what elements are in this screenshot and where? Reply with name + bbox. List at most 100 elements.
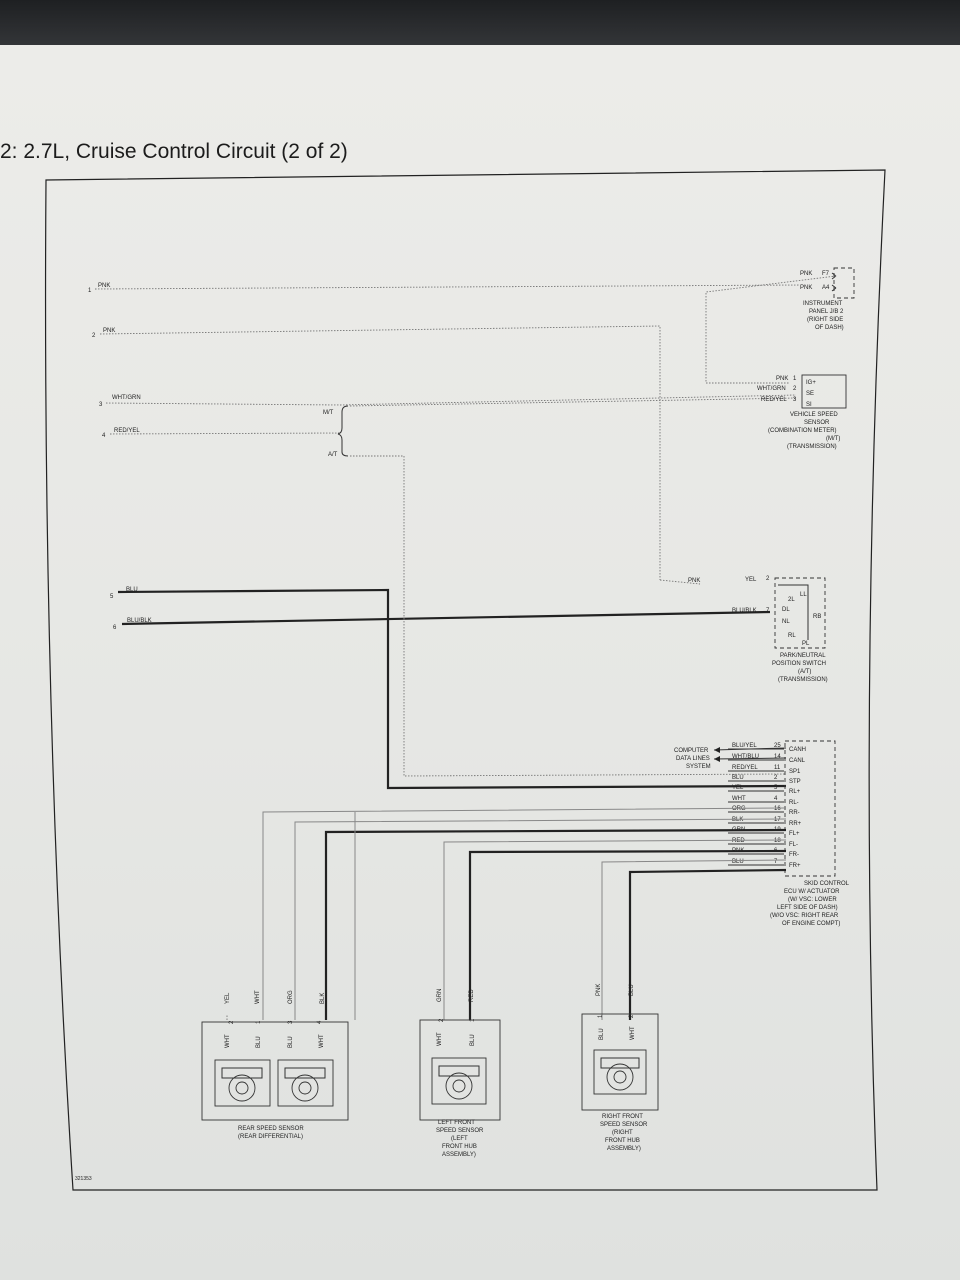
- ecu-wire-color: WHT/BLU: [732, 754, 759, 760]
- ecu-pin-name: FL-: [789, 842, 798, 848]
- ecu-wire-color: RED: [732, 838, 745, 844]
- svg-text:BLU: BLU: [256, 1036, 262, 1048]
- svg-text:RIGHT FRONT: RIGHT FRONT: [602, 1114, 643, 1120]
- diagram-frame: [44, 169, 886, 1191]
- svg-text:3: 3: [99, 402, 103, 408]
- svg-text:(RIGHT SIDE: (RIGHT SIDE: [807, 317, 843, 323]
- svg-text:2: 2: [766, 576, 770, 582]
- svg-text:ORG: ORG: [288, 990, 294, 1004]
- ecu-pin-number: 16: [774, 806, 781, 812]
- svg-text:PL: PL: [802, 641, 810, 647]
- ecu-pin-name: RR+: [789, 821, 802, 827]
- rear-speed-sensor: YEL WHT ORG BLK 2 1 3 4 WHT BLU BLU WHT …: [201, 990, 349, 1140]
- svg-text:ASSEMBLY): ASSEMBLY): [442, 1152, 476, 1158]
- svg-text:PNK: PNK: [103, 328, 115, 334]
- ecu-pin-name: RL+: [789, 789, 801, 795]
- svg-text:DL: DL: [782, 607, 790, 613]
- svg-text:2L: 2L: [788, 597, 795, 603]
- ecu-pin-number: 17: [774, 817, 781, 823]
- svg-text:DATA LINES: DATA LINES: [676, 756, 710, 762]
- figure-id: 321353: [75, 1176, 92, 1182]
- svg-text:(TRANSMISSION): (TRANSMISSION): [778, 677, 828, 683]
- svg-text:WHT: WHT: [225, 1034, 231, 1048]
- svg-text:2: 2: [629, 1014, 635, 1018]
- svg-text:2: 2: [793, 386, 797, 392]
- svg-text:1: 1: [88, 288, 92, 294]
- svg-text:VEHICLE SPEED: VEHICLE SPEED: [790, 412, 838, 418]
- svg-text:RL: RL: [788, 633, 796, 639]
- svg-text:RED/YEL: RED/YEL: [761, 397, 787, 403]
- svg-text:LEFT SIDE OF DASH): LEFT SIDE OF DASH): [777, 905, 838, 911]
- svg-text:(RIGHT: (RIGHT: [612, 1130, 633, 1136]
- sensor-coil-icon: [214, 1059, 271, 1107]
- left-pin-2: 2 PNK: [92, 325, 661, 580]
- svg-text:SYSTEM: SYSTEM: [686, 764, 711, 770]
- ecu-pin-name: RL-: [789, 800, 799, 806]
- ecu-pin-name: FR-: [789, 852, 799, 858]
- svg-text:RB: RB: [813, 614, 821, 620]
- svg-text:PANEL J/B 2: PANEL J/B 2: [809, 309, 844, 315]
- svg-text:COMPUTER: COMPUTER: [674, 748, 709, 754]
- svg-text:3: 3: [288, 1020, 294, 1024]
- svg-text:(LEFT: (LEFT: [451, 1136, 468, 1142]
- svg-text:WHT/GRN: WHT/GRN: [112, 395, 141, 401]
- svg-text:LEFT FRONT: LEFT FRONT: [438, 1120, 475, 1126]
- svg-text:3: 3: [793, 397, 797, 403]
- ecu-pin-number: 11: [774, 765, 781, 771]
- left-pin-5: 5 BLU: [110, 587, 787, 790]
- ecu-pin-name: CANH: [789, 747, 806, 753]
- svg-text:6: 6: [113, 625, 117, 631]
- svg-text:BLU: BLU: [470, 1034, 476, 1046]
- mt-label: M/T: [323, 410, 334, 416]
- svg-text:PNK: PNK: [596, 984, 602, 996]
- ecu-pin-name: SP1: [789, 769, 801, 775]
- svg-text:2: 2: [92, 333, 96, 339]
- svg-text:A4: A4: [822, 285, 830, 291]
- ecu-pin-number: 7: [774, 859, 778, 865]
- svg-text:FRONT HUB: FRONT HUB: [442, 1144, 477, 1150]
- ecu-pin-number: 18: [774, 838, 781, 844]
- sensor-coil-icon: [593, 1049, 647, 1095]
- ecu-wire-color: BLK: [732, 817, 743, 823]
- svg-text:BLK: BLK: [320, 993, 326, 1004]
- svg-text:SPEED SENSOR: SPEED SENSOR: [436, 1128, 484, 1134]
- ecu-pin-number: 25: [774, 743, 781, 749]
- data-lines-system: COMPUTER DATA LINES SYSTEM: [674, 747, 787, 770]
- left-pin-3: 3 WHT/GRN: [99, 394, 797, 408]
- ecu-wire-color: BLU: [732, 775, 744, 781]
- svg-text:1: 1: [256, 1020, 262, 1024]
- svg-text:2: 2: [439, 1018, 445, 1022]
- svg-text:WHT/GRN: WHT/GRN: [757, 386, 786, 392]
- svg-text:LL: LL: [800, 592, 807, 598]
- svg-text:IG+: IG+: [806, 380, 816, 386]
- svg-text:OF ENGINE COMPT): OF ENGINE COMPT): [782, 921, 840, 927]
- svg-text:1: 1: [793, 376, 797, 382]
- left-pin-6: 6 BLU/BLK: [113, 610, 771, 631]
- right-front-speed-sensor: PNK BLU 1 2 BLU WHT RIGHT FRONT SPEED SE…: [581, 984, 659, 1152]
- svg-text:WHT: WHT: [437, 1032, 443, 1046]
- svg-text:BLU: BLU: [599, 1028, 605, 1040]
- svg-text:SENSOR: SENSOR: [804, 420, 830, 426]
- ecu-pin-number: 2: [774, 775, 778, 781]
- svg-text:BLU/BLK: BLU/BLK: [732, 608, 757, 614]
- ecu-pin-name: FL+: [789, 831, 800, 837]
- sensor-coil-icon: [277, 1059, 334, 1107]
- ecu-pin-name: STP: [789, 779, 801, 785]
- svg-text:SKID CONTROL: SKID CONTROL: [804, 881, 850, 887]
- svg-text:PNK: PNK: [98, 283, 110, 289]
- svg-text:F7: F7: [822, 271, 830, 277]
- ecu-pin-name: RR-: [789, 810, 800, 816]
- ecu-pin-number: 14: [774, 754, 781, 760]
- svg-text:1: 1: [598, 1014, 604, 1018]
- park-neutral-switch: PNK YEL 2 BLU/BLK 7 LL 2L DL NL RB RL PL…: [659, 576, 828, 683]
- sensor-coil-icon: [431, 1057, 487, 1105]
- svg-text:PARK/NEUTRAL: PARK/NEUTRAL: [780, 653, 826, 659]
